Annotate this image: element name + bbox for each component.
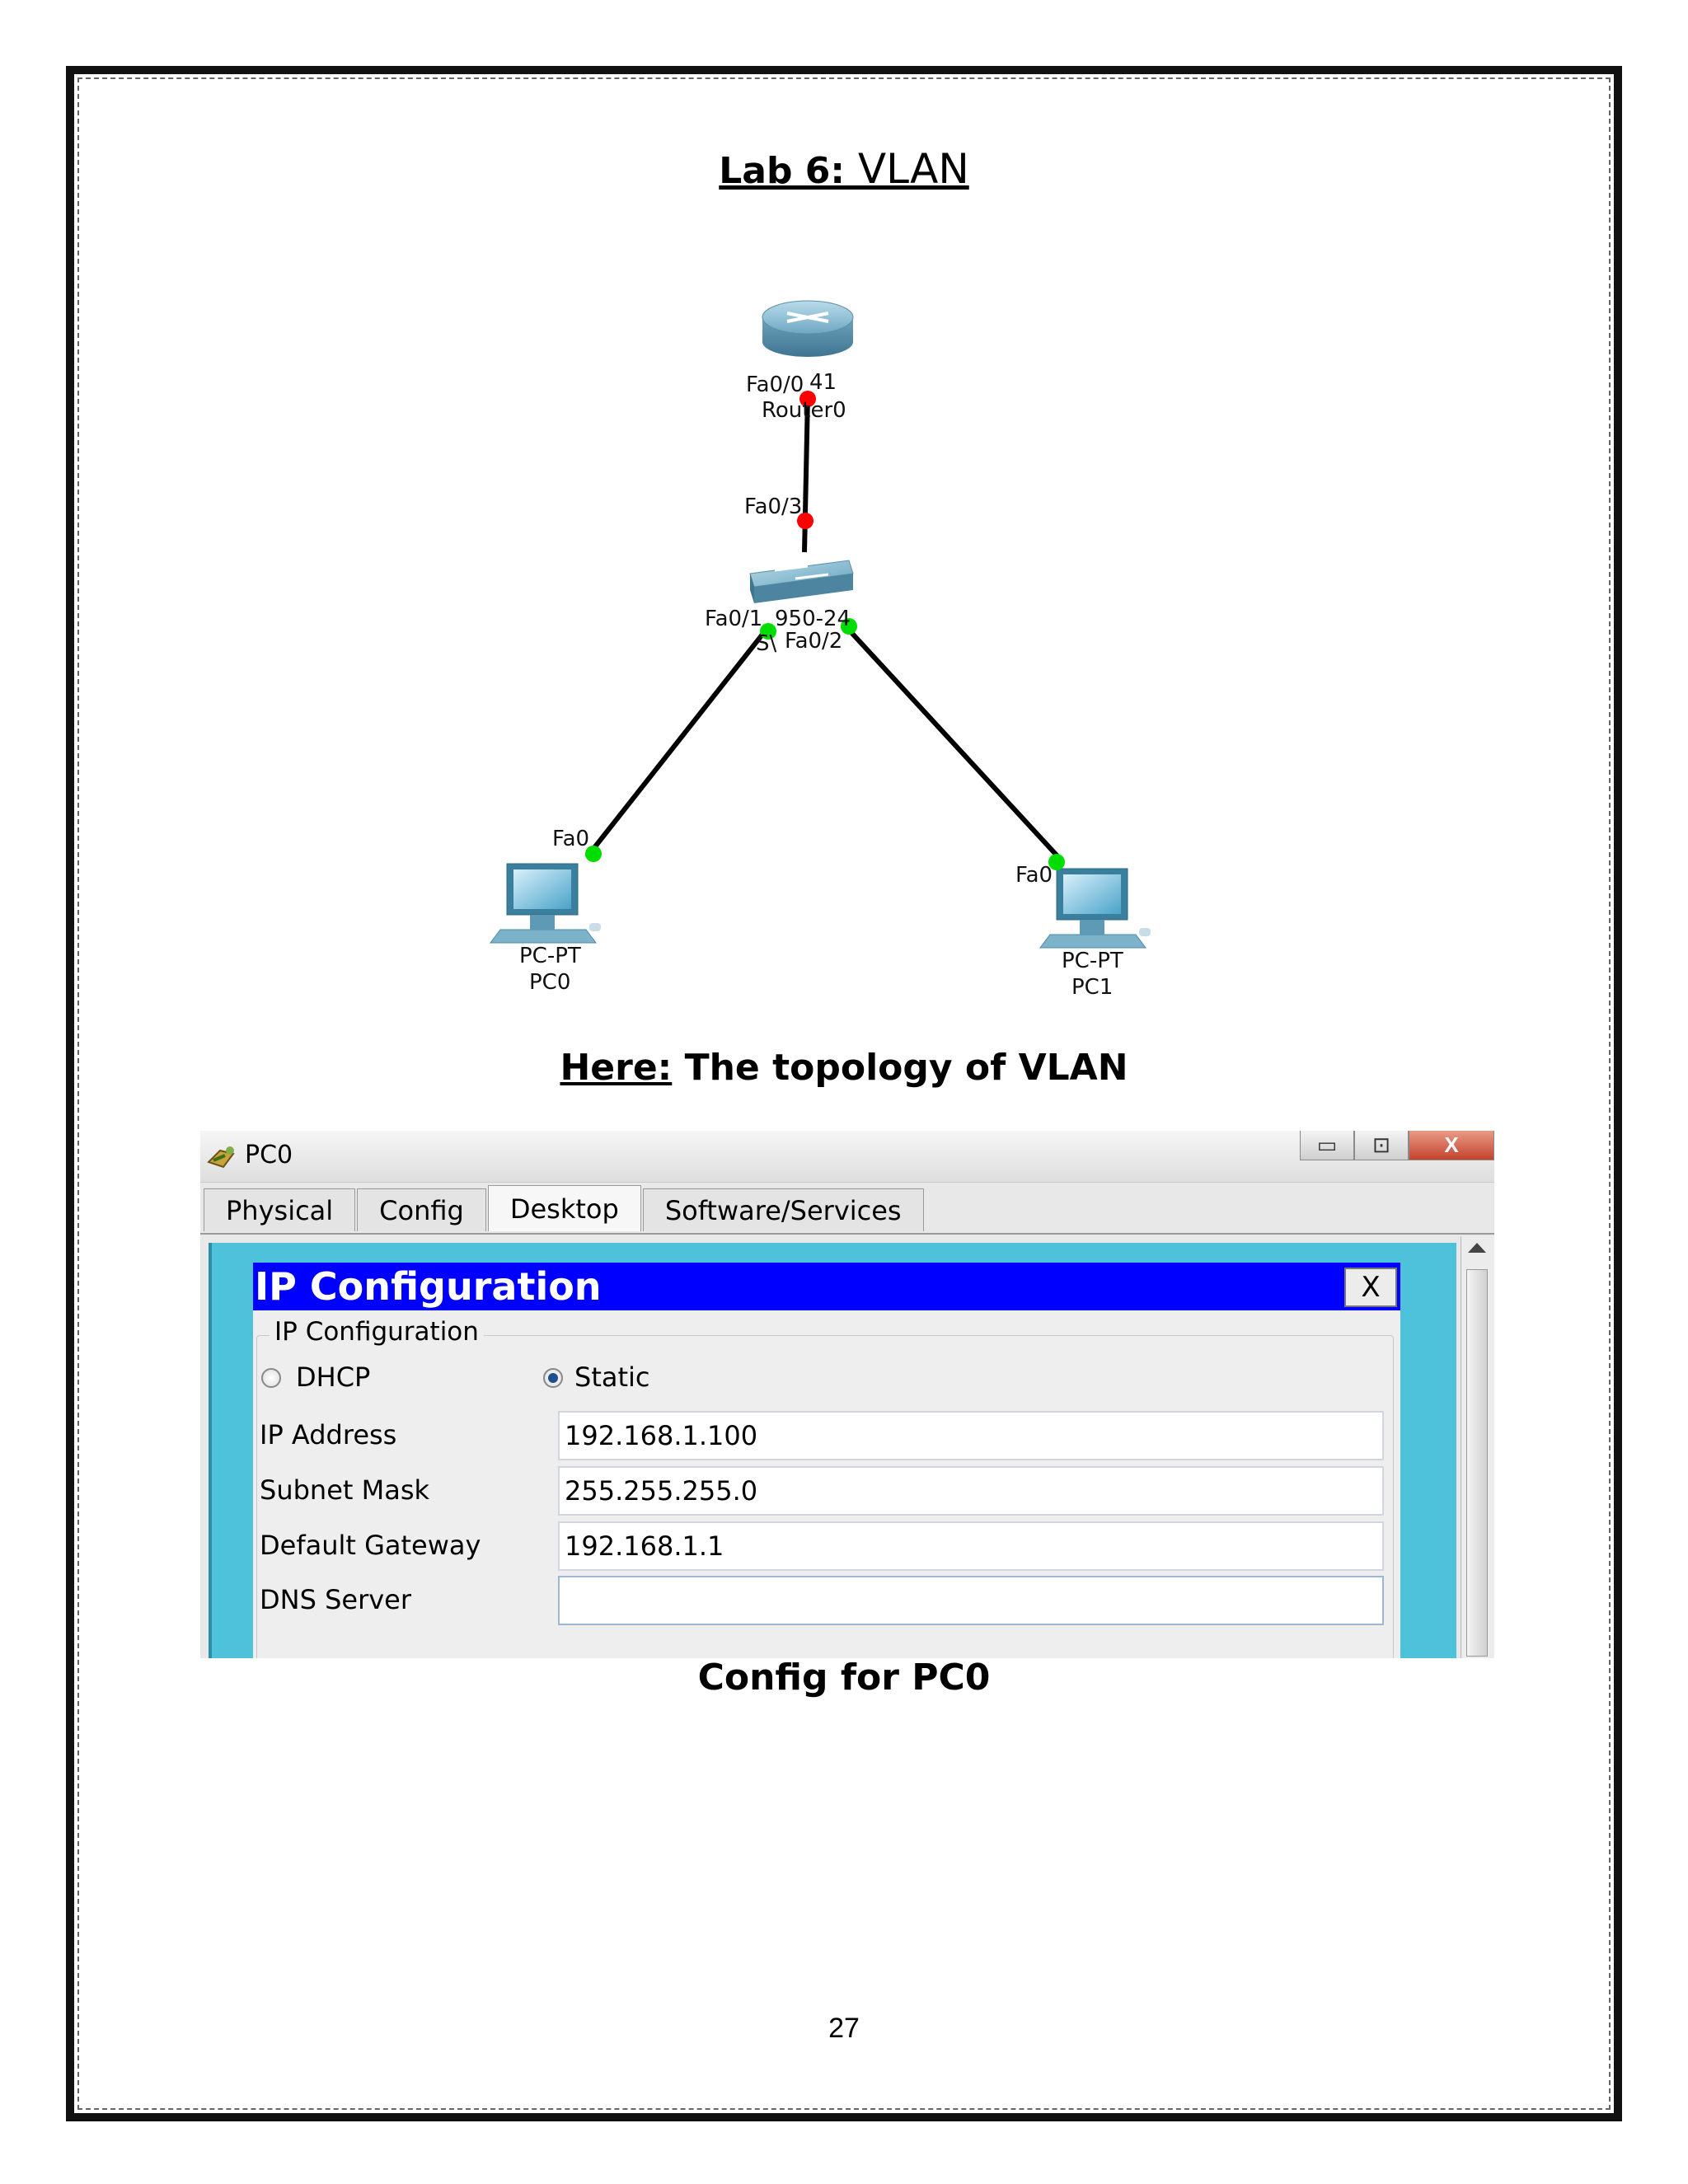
subnet-mask-input[interactable]: 255.255.255.0: [558, 1466, 1384, 1516]
pc0-icon[interactable]: [490, 863, 601, 944]
tab-bar: Physical Config Desktop Software/Service…: [204, 1185, 926, 1233]
switch-port-right: Fa0/2: [785, 629, 842, 654]
default-gateway-label: Default Gateway: [260, 1530, 481, 1561]
tab-software-services[interactable]: Software/Services: [642, 1188, 924, 1231]
window-titlebar[interactable]: PC0 ▭ ⊡ X: [200, 1131, 1494, 1183]
router-model-overlap: 41: [809, 370, 837, 395]
title-rest: VLAN: [845, 145, 969, 193]
topology-diagram: Fa0/0 41 Router0 Fa0/3 Fa0/1 950-24 S\ F…: [490, 300, 1151, 1000]
tab-config[interactable]: Config: [357, 1188, 486, 1231]
dns-server-input[interactable]: [558, 1576, 1384, 1625]
router-port-label: Fa0/0: [746, 373, 804, 397]
switch-port-up: Fa0/3: [744, 494, 802, 519]
page-title: Lab 6: VLAN: [0, 145, 1688, 193]
ip-config-close-button[interactable]: X: [1344, 1268, 1397, 1307]
pc0-type: PC-PT: [519, 944, 581, 968]
dhcp-label: DHCP: [296, 1361, 371, 1393]
ip-config-header-title: IP Configuration: [255, 1264, 602, 1309]
topology-caption: Here: The topology of VLAN: [0, 1047, 1688, 1089]
caption-prefix: Here:: [560, 1047, 673, 1089]
window-controls: ▭ ⊡ X: [1300, 1131, 1494, 1164]
tab-physical[interactable]: Physical: [204, 1188, 356, 1231]
switch-model-fragment: 950-24: [775, 607, 851, 631]
ip-config-group-label: IP Configuration: [270, 1317, 484, 1347]
static-radio[interactable]: [543, 1368, 563, 1388]
status-light-pc0: [585, 846, 602, 862]
scroll-up-icon[interactable]: [1468, 1243, 1486, 1253]
page-number: 27: [828, 2013, 860, 2044]
close-button[interactable]: X: [1409, 1131, 1494, 1160]
title-bold: Lab 6:: [719, 150, 846, 192]
dns-server-label: DNS Server: [260, 1584, 411, 1615]
ip-address-label: IP Address: [260, 1419, 397, 1451]
ip-configuration-panel: IP Configuration X IP Configuration DHCP…: [253, 1263, 1400, 1658]
ip-config-header: IP Configuration X: [253, 1263, 1400, 1310]
tab-divider: [200, 1233, 1494, 1235]
static-label: Static: [574, 1361, 650, 1393]
pc1-port: Fa0: [1015, 863, 1053, 888]
pc0-name: PC0: [529, 970, 570, 995]
pc1-icon[interactable]: [1039, 868, 1151, 949]
status-light-switch-up: [797, 513, 814, 529]
status-light-pc1: [1048, 854, 1065, 870]
minimize-button[interactable]: ▭: [1300, 1131, 1354, 1160]
link-switch-pc0: [584, 630, 767, 859]
config-caption: Config for PC0: [697, 1657, 991, 1699]
switch-name-fragment: S\: [756, 631, 777, 656]
page-border: [66, 66, 1622, 2121]
pc0-window: PC0 ▭ ⊡ X Physical Config Desktop Softwa…: [200, 1131, 1494, 1658]
tab-desktop[interactable]: Desktop: [487, 1185, 641, 1231]
status-light-router: [799, 391, 816, 407]
router-icon[interactable]: [762, 300, 854, 357]
subnet-mask-label: Subnet Mask: [260, 1474, 430, 1506]
switch-port-left: Fa0/1: [705, 607, 762, 631]
pc1-name: PC1: [1071, 975, 1113, 1000]
ip-config-group: [256, 1335, 1394, 1658]
router-name: Router0: [762, 398, 846, 423]
app-icon: [207, 1146, 235, 1169]
switch-icon[interactable]: [749, 560, 854, 603]
status-light-switch-left: [760, 623, 776, 640]
link-switch-pc1: [843, 624, 1062, 861]
dhcp-radio[interactable]: [261, 1368, 281, 1388]
ip-address-input[interactable]: 192.168.1.100: [558, 1411, 1384, 1460]
scroll-thumb[interactable]: [1466, 1269, 1488, 1657]
pc1-type: PC-PT: [1062, 949, 1123, 973]
default-gateway-input[interactable]: 192.168.1.1: [558, 1521, 1384, 1571]
caption-text: The topology of VLAN: [672, 1047, 1128, 1089]
status-light-switch-right: [841, 618, 857, 635]
pc0-port: Fa0: [552, 827, 589, 851]
vertical-scrollbar[interactable]: [1461, 1236, 1494, 1658]
window-title: PC0: [245, 1141, 293, 1169]
maximize-button[interactable]: ⊡: [1354, 1131, 1409, 1160]
